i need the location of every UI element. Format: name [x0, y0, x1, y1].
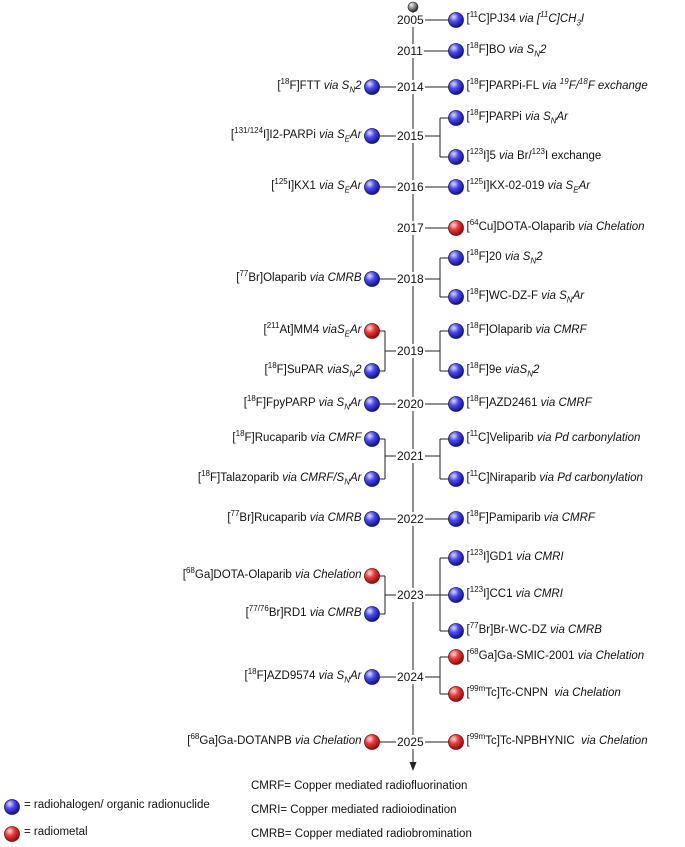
compound-label: [18F]20 via SN2 — [466, 248, 543, 266]
compound-marker-radiohalogen — [364, 606, 380, 622]
compound-marker-radiohalogen — [364, 363, 380, 379]
year-label: 2011 — [396, 44, 424, 58]
compound-marker-radiohalogen — [364, 669, 380, 685]
compound-label: [18F]Pamiparib via CMRF — [466, 509, 595, 524]
compound-label: [125I]KX1 via SEAr — [271, 177, 362, 195]
compound-marker-radiohalogen — [364, 179, 380, 195]
compound-label: [18F]Talazoparib via CMRF/SNAr — [197, 469, 362, 487]
compound-label: [11C]PJ34 via [11C]CH3I — [466, 10, 585, 28]
compound-marker-radiohalogen — [448, 587, 464, 603]
compound-label: [18F]AZD2461 via CMRF — [466, 394, 592, 409]
compound-marker-radiometal — [448, 649, 464, 665]
year-label: 2022 — [396, 512, 425, 526]
compound-marker-radiohalogen — [448, 550, 464, 566]
compound-marker-radiohalogen — [448, 511, 464, 527]
compound-label: [18F]9e viaSN2 — [466, 361, 540, 379]
year-label: 2017 — [396, 221, 425, 235]
year-label: 2021 — [396, 449, 425, 463]
compound-label: [77Br]Olaparib via CMRB — [236, 269, 362, 284]
compound-marker-radiohalogen — [448, 12, 464, 28]
compound-label: [18F]PARPi-FL via 19F/18F exchange — [466, 77, 648, 92]
compound-marker-radiohalogen — [448, 396, 464, 412]
year-label: 2015 — [396, 129, 425, 143]
compound-label: [77/76Br]RD1 via CMRB — [245, 604, 362, 619]
timeline-arrowhead — [409, 762, 417, 771]
compound-label: [18F]PARPi via SNAr — [466, 108, 568, 126]
year-label: 2023 — [396, 588, 425, 602]
year-label: 2019 — [396, 344, 425, 358]
compound-label: [99mTc]Tc-NPBHYNIC via Chelation — [466, 732, 648, 747]
compound-label: [18F]WC-DZ-F via SNAr — [466, 287, 585, 305]
year-label: 2020 — [396, 397, 425, 411]
compound-label: [99mTc]Tc-CNPN via Chelation — [466, 684, 621, 699]
compound-label: [11C]Veliparib via Pd carbonylation — [466, 429, 641, 444]
compound-marker-radiohalogen — [448, 363, 464, 379]
compound-marker-radiometal — [364, 734, 380, 750]
compound-label: [123I]GD1 via CMRI — [466, 548, 564, 563]
compound-marker-radiohalogen — [448, 149, 464, 165]
compound-label: [77Br]Br-WC-DZ via CMRB — [466, 621, 602, 636]
compound-marker-radiohalogen — [364, 431, 380, 447]
compound-marker-radiometal — [448, 686, 464, 702]
compound-marker-radiometal — [364, 323, 380, 339]
abbreviation-note: CMRF= Copper mediated radiofluorination — [251, 780, 468, 792]
compound-marker-radiohalogen — [364, 471, 380, 487]
compound-label: [64Cu]DOTA-Olaparib via Chelation — [466, 218, 645, 233]
compound-marker-radiometal — [364, 568, 380, 584]
compound-marker-radiohalogen — [448, 43, 464, 59]
compound-marker-radiohalogen — [364, 128, 380, 144]
legend-metal-marker — [4, 826, 20, 842]
compound-marker-radiohalogen — [448, 471, 464, 487]
compound-marker-radiohalogen — [448, 431, 464, 447]
compound-label: [68Ga]Ga-SMIC-2001 via Chelation — [466, 647, 645, 662]
compound-label: [18F]BO via SN2 — [466, 41, 547, 59]
compound-label: [18F]AZD9574 via SNAr — [244, 667, 362, 685]
compound-marker-radiohalogen — [448, 250, 464, 266]
compound-label: [11C]Niraparib via Pd carbonylation — [466, 469, 643, 484]
compound-marker-radiohalogen — [448, 110, 464, 126]
compound-marker-radiohalogen — [364, 271, 380, 287]
compound-label: [211At]MM4 viaSEAr — [263, 321, 362, 339]
compound-label: [77Br]Rucaparib via CMRB — [227, 509, 362, 524]
compound-marker-radiohalogen — [364, 79, 380, 95]
compound-label: [18F]Rucaparib via CMRF — [232, 429, 362, 444]
compound-label: [123I]5 via Br/123I exchange — [466, 147, 602, 162]
compound-marker-radiohalogen — [448, 79, 464, 95]
year-label: 2014 — [396, 80, 425, 94]
compound-label: [68Ga]Ga-DOTANPB via Chelation — [187, 732, 362, 747]
compound-marker-radiometal — [448, 220, 464, 236]
legend-metal-text: = radiometal — [24, 826, 88, 838]
abbreviation-note: CMRB= Copper mediated radiobromination — [251, 828, 472, 840]
compound-label: [123I]CC1 via CMRI — [466, 585, 563, 600]
compound-label: [125I]KX-02-019 via SEAr — [466, 177, 591, 195]
compound-label: [131/124I]I2-PARPi via SEAr — [230, 126, 362, 144]
compound-marker-radiohalogen — [448, 323, 464, 339]
year-label: 2018 — [396, 272, 425, 286]
compound-marker-radiohalogen — [364, 396, 380, 412]
timeline-start-dot — [407, 1, 419, 13]
compound-label: [68Ga]DOTA-Olaparib via Chelation — [182, 566, 362, 581]
abbreviation-note: CMRI= Copper mediated radioiodination — [251, 804, 457, 816]
compound-marker-radiohalogen — [448, 179, 464, 195]
year-label: 2024 — [396, 670, 425, 684]
compound-marker-radiohalogen — [364, 511, 380, 527]
compound-marker-radiohalogen — [448, 289, 464, 305]
compound-label: [18F]Olaparib via CMRF — [466, 321, 587, 336]
compound-label: [18F]SuPAR viaSN2 — [264, 361, 362, 379]
legend-halo-marker — [4, 799, 20, 815]
compound-label: [18F]FTT via SN2 — [277, 77, 362, 95]
year-label: 2005 — [396, 13, 425, 27]
legend-halo-text: = radiohalogen/ organic radionuclide — [24, 799, 210, 811]
compound-marker-radiohalogen — [448, 623, 464, 639]
compound-label: [18F]FpyPARP via SNAr — [243, 394, 362, 412]
year-label: 2025 — [396, 735, 425, 749]
year-label: 2016 — [396, 180, 425, 194]
compound-marker-radiometal — [448, 734, 464, 750]
